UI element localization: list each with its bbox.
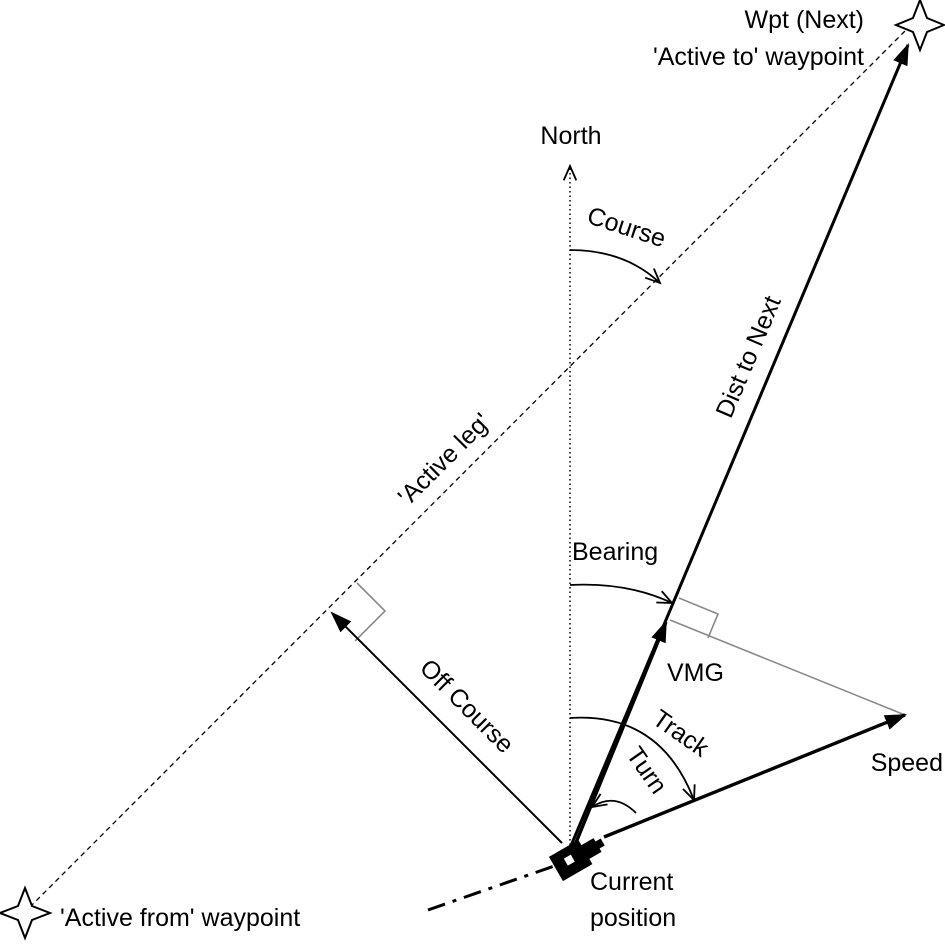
right-angle-off-course	[354, 582, 387, 642]
turn-arc	[592, 801, 637, 814]
track-arc	[569, 716, 694, 800]
vmg-line	[573, 619, 668, 846]
active-leg-line	[29, 27, 909, 908]
waypoint-from-icon	[0, 885, 53, 941]
wpt-next-sublabel: 'Active to' waypoint	[653, 43, 864, 71]
track-extension-line	[427, 862, 561, 912]
course-label: Course	[584, 202, 669, 254]
track-label: Track	[647, 704, 714, 763]
current-position-sublabel: position	[590, 904, 676, 932]
bearing-arc	[569, 583, 672, 603]
wpt-next-label: Wpt (Next)	[745, 6, 864, 34]
speed-line	[603, 713, 908, 839]
off-course-label: Off Course	[414, 654, 519, 759]
boat-icon	[548, 838, 605, 882]
right-angle-vmg	[678, 597, 720, 639]
speed-label: Speed	[871, 749, 943, 777]
course-arc	[569, 249, 660, 283]
waypoint-next-icon	[893, 0, 945, 53]
dist-to-next-line	[568, 42, 910, 849]
current-position-label: Current	[590, 868, 673, 896]
north-label: North	[540, 122, 601, 150]
bearing-label: Bearing	[572, 538, 658, 566]
active-from-label: 'Active from' waypoint	[60, 904, 300, 932]
active-leg-label: 'Active leg'	[393, 408, 496, 511]
vmg-label: VMG	[667, 659, 724, 687]
off-course-line	[330, 611, 563, 844]
